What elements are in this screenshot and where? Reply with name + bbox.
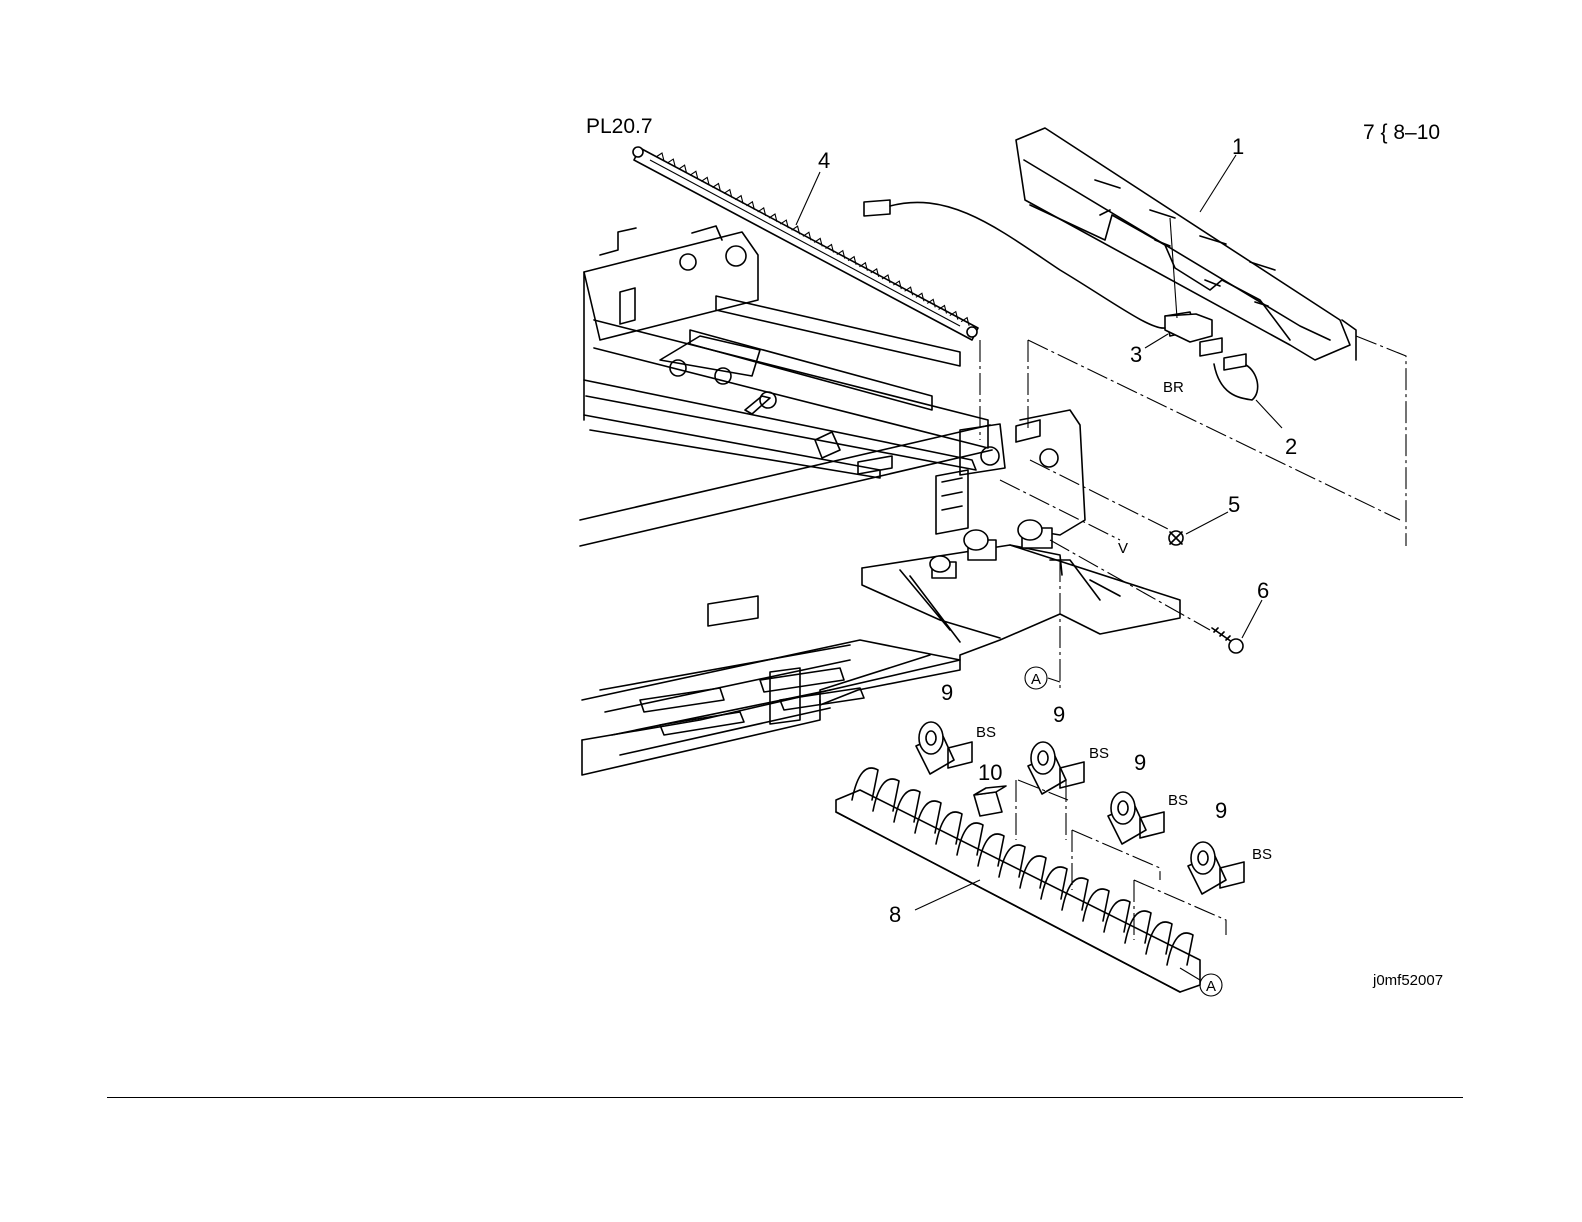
footer-rule xyxy=(107,1097,1463,1098)
svg-text:A: A xyxy=(1206,978,1216,995)
callout-4: 4 xyxy=(818,148,830,173)
reference-a-bottom: A xyxy=(1200,974,1222,996)
tag-bs-3: BS xyxy=(1168,792,1188,809)
main-frame xyxy=(580,226,1180,775)
part-9-roller-1 xyxy=(916,722,972,774)
tag-br: BR xyxy=(1163,379,1184,396)
reference-a-top: A xyxy=(1025,667,1047,689)
plate-id: PL20.7 xyxy=(586,115,653,138)
callout-9c: 9 xyxy=(1134,750,1146,775)
parts-reference: 7 { 8–10 xyxy=(1363,121,1440,144)
callout-3: 3 xyxy=(1130,342,1142,367)
callout-9a: 9 xyxy=(941,680,953,705)
part-9-roller-3 xyxy=(1108,792,1164,844)
part-5-screw xyxy=(1169,531,1183,545)
part-9-roller-4 xyxy=(1188,842,1244,894)
tag-bs-1: BS xyxy=(976,724,996,741)
part-10-pad xyxy=(974,786,1006,816)
callout-9b: 9 xyxy=(1053,702,1065,727)
callout-v: V xyxy=(1118,540,1128,557)
callout-2: 2 xyxy=(1285,434,1297,459)
callout-10: 10 xyxy=(978,760,1002,785)
part-8-chute xyxy=(836,768,1200,992)
part-6-screw xyxy=(1212,628,1243,653)
tag-bs-2: BS xyxy=(1089,745,1109,762)
callout-1: 1 xyxy=(1232,134,1244,159)
callout-8: 8 xyxy=(889,902,901,927)
drawing-id: j0mf52007 xyxy=(1372,972,1443,989)
part-4-guide-rod xyxy=(633,147,978,340)
svg-text:A: A xyxy=(1031,671,1041,688)
part-9-roller-2 xyxy=(1028,742,1084,794)
callout-9d: 9 xyxy=(1215,798,1227,823)
callout-5: 5 xyxy=(1228,492,1240,517)
callout-6: 6 xyxy=(1257,578,1269,603)
tag-bs-4: BS xyxy=(1252,846,1272,863)
